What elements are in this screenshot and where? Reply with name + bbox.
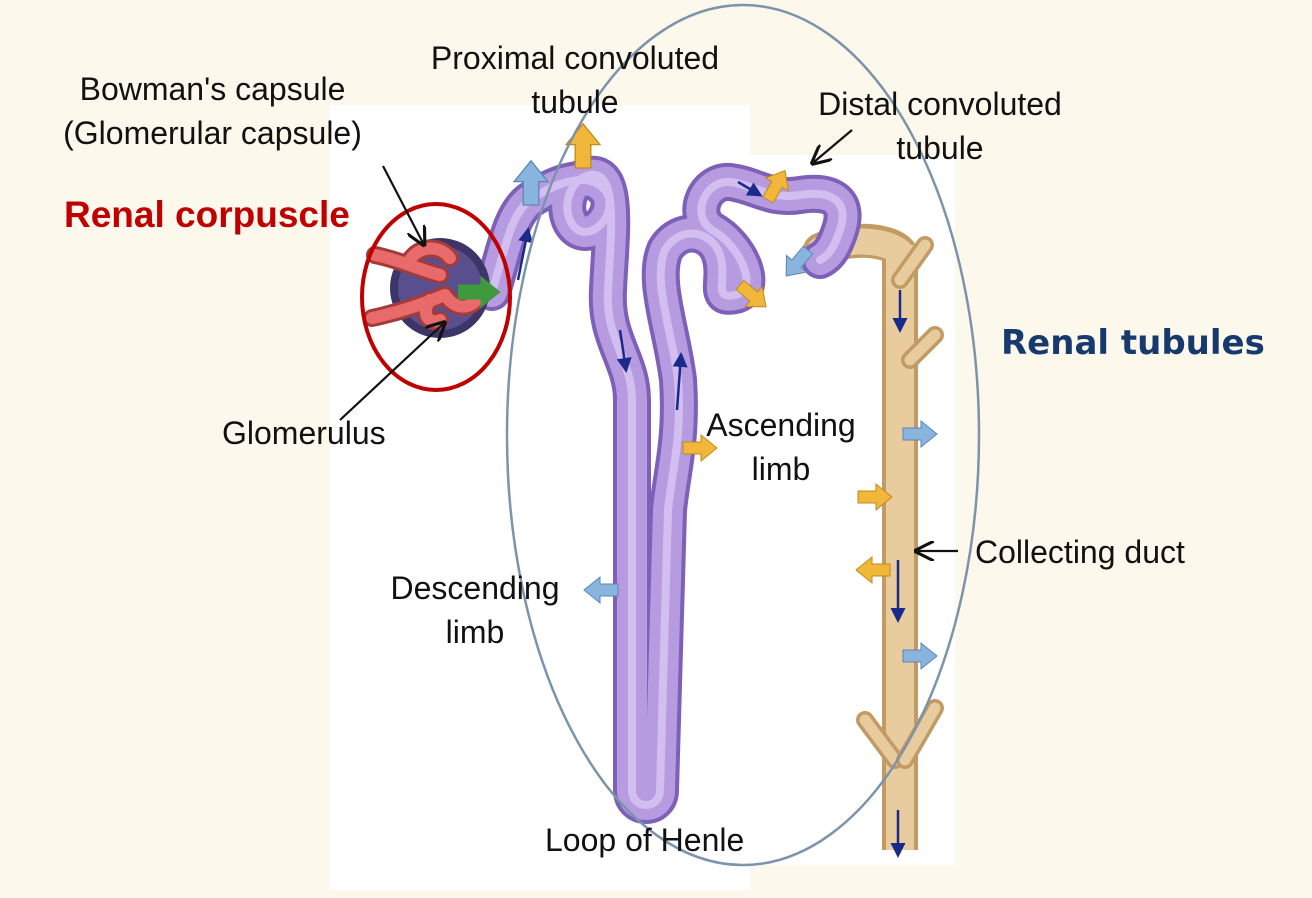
label-collecting-duct: Collecting duct [975, 534, 1185, 570]
label-ascending-limb: Ascending limb [706, 407, 856, 487]
label-proximal-convoluted-tubule: Proximal convoluted tubule [430, 40, 720, 120]
label-distal-convoluted-tubule: Distal convoluted tubule [818, 86, 1062, 166]
collecting-duct-shape [803, 223, 944, 858]
renal-tubule-shape [473, 155, 862, 824]
label-loop-of-henle: Loop of Henle [545, 822, 745, 858]
label-bowmans-capsule: Bowman's capsule (Glomerular capsule) [63, 71, 362, 151]
renal-corpuscle-shape [363, 238, 501, 338]
leader-lines [339, 129, 958, 551]
label-descending-limb: Descending limb [390, 570, 560, 650]
renal-tubules-ellipse [505, 3, 981, 867]
renal-corpuscle-ellipse [360, 202, 512, 392]
label-renal-corpuscle: Renal corpuscle [64, 194, 350, 235]
label-glomerulus: Glomerulus [222, 415, 386, 451]
label-renal-tubules: Renal tubules [1001, 323, 1265, 363]
